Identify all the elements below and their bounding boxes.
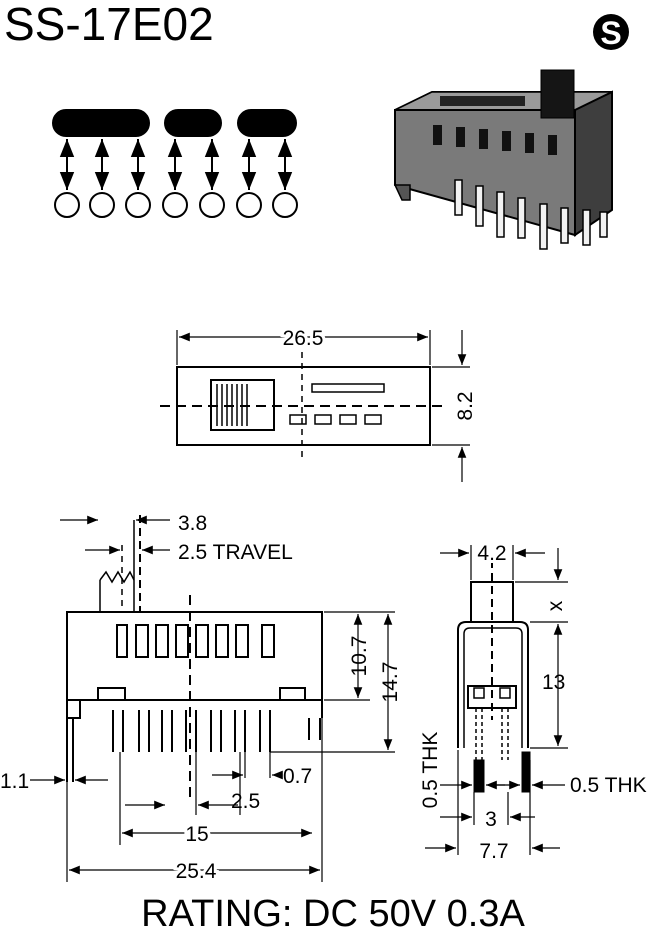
dim-side-width: 7.7 bbox=[479, 840, 508, 863]
certification-mark: S bbox=[593, 14, 629, 51]
switch-product-illustration bbox=[393, 69, 613, 250]
dim-span-total: 25.4 bbox=[176, 860, 217, 883]
contact-bar-1 bbox=[52, 109, 150, 137]
dim-side-unknown: x bbox=[544, 600, 567, 611]
dim-side-top-width: 4.2 bbox=[477, 542, 506, 565]
dim-pin-spacing: 3 bbox=[485, 808, 497, 831]
dim-body-height-inner: 10.7 bbox=[348, 636, 371, 677]
dim-top-width: 26.5 bbox=[283, 327, 324, 350]
dim-travel: 2.5 TRAVEL bbox=[178, 541, 293, 564]
dim-thk-left: 0.5 THK bbox=[419, 732, 442, 809]
slider-knob bbox=[540, 69, 575, 119]
dim-offset-left: 1.1 bbox=[0, 770, 29, 793]
part-number-title: SS-17E02 bbox=[4, 0, 214, 50]
contact-bar-3 bbox=[237, 109, 297, 137]
side-view bbox=[425, 545, 568, 855]
dim-pitch: 2.5 bbox=[231, 790, 260, 813]
dim-body-height-total: 14.7 bbox=[379, 662, 402, 703]
terminal-arrows bbox=[59, 139, 293, 190]
dim-pin-width: 0.7 bbox=[283, 765, 312, 788]
front-view-body bbox=[66, 611, 323, 701]
terminal-circles bbox=[54, 192, 298, 218]
dim-thk-right: 0.5 THK bbox=[570, 774, 647, 797]
dim-top-height: 8.2 bbox=[454, 391, 477, 420]
dim-actuator-width: 3.8 bbox=[178, 512, 207, 535]
dim-side-height: 13 bbox=[542, 671, 565, 694]
side-view-frame bbox=[457, 621, 529, 748]
top-view bbox=[160, 330, 470, 482]
switch-schematic bbox=[52, 109, 298, 218]
contact-bar-2 bbox=[164, 109, 222, 137]
rating-text: RATING: DC 50V 0.3A bbox=[141, 893, 525, 933]
front-view bbox=[30, 515, 395, 882]
certification-letter: S bbox=[600, 15, 621, 51]
dim-span-inner: 15 bbox=[185, 823, 208, 846]
